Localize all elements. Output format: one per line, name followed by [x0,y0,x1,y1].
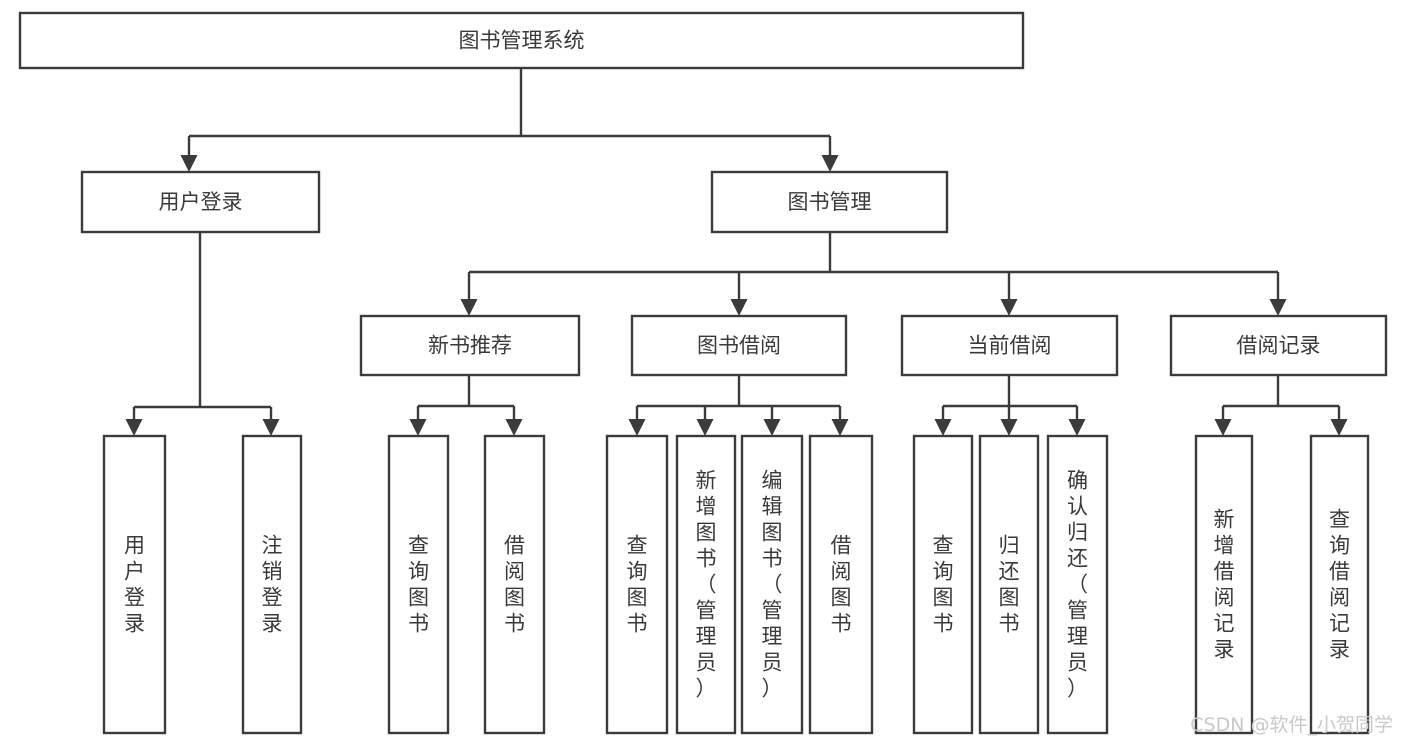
node-leaf-edit-book[interactable]: 编辑图书（管理员） [740,434,804,735]
node-leaf-borrow-book-rec[interactable]: 借阅图书 [483,434,546,735]
node-box-leaf-logout[interactable] [241,434,303,735]
node-label-current-borrow: 当前借阅 [968,334,1052,358]
node-label-leaf-borrow-book-bb: 借阅图书 [831,534,852,636]
node-label-leaf-add-book: 新增图书（管理员） [696,469,717,701]
connector-conn-book-manage [460,232,1287,316]
node-box-new-book-rec[interactable] [359,314,581,377]
node-user-login[interactable]: 用户登录 [80,170,321,234]
arrow-head-icon [1269,299,1287,316]
node-box-current-borrow[interactable] [900,314,1119,377]
arrow-head-icon [262,419,280,436]
arrow-head-icon [696,419,714,436]
arrow-head-icon [409,419,427,436]
node-label-leaf-edit-book: 编辑图书（管理员） [762,469,783,701]
node-box-leaf-user-login[interactable] [102,434,167,735]
node-label-book-borrow: 图书借阅 [697,334,781,358]
arrow-head-icon [180,155,198,172]
arrow-head-icon [763,419,781,436]
connector-conn-new-book-rec [409,375,523,436]
node-leaf-add-record[interactable]: 新增借阅记录 [1194,434,1254,735]
arrow-head-icon [730,299,748,316]
node-label-new-book-rec: 新书推荐 [428,334,512,358]
node-box-leaf-query-book-cb[interactable] [912,434,974,735]
node-leaf-query-book-bb[interactable]: 查询图书 [605,434,669,735]
node-box-leaf-query-record[interactable] [1309,434,1370,735]
node-label-user-login: 用户登录 [159,190,243,214]
arrow-head-icon [934,419,952,436]
node-box-leaf-query-book-rec[interactable] [387,434,450,735]
connector-layer [125,68,1348,436]
arrow-head-icon [1000,299,1018,316]
node-borrow-record[interactable]: 借阅记录 [1169,314,1388,377]
node-leaf-return-book[interactable]: 归还图书 [978,434,1040,735]
connector-conn-user-login [125,232,280,436]
node-box-leaf-confirm-return[interactable] [1046,434,1109,735]
arrow-head-icon [831,419,849,436]
node-box-leaf-borrow-book-bb[interactable] [808,434,874,735]
arrow-head-icon [505,419,523,436]
node-label-borrow-record: 借阅记录 [1237,334,1321,358]
node-leaf-add-book[interactable]: 新增图书（管理员） [675,434,737,735]
node-leaf-query-record[interactable]: 查询借阅记录 [1309,434,1370,735]
connector-conn-borrow-record [1214,375,1348,436]
arrow-head-icon [1068,419,1086,436]
node-box-leaf-return-book[interactable] [978,434,1040,735]
node-box-leaf-edit-book[interactable] [740,434,804,735]
node-leaf-query-book-cb[interactable]: 查询图书 [912,434,974,735]
node-leaf-user-login[interactable]: 用户登录 [102,434,167,735]
node-leaf-logout[interactable]: 注销登录 [241,434,303,735]
node-layer: 图书管理系统用户登录图书管理新书推荐图书借阅当前借阅借阅记录用户登录注销登录查询… [18,11,1388,735]
node-leaf-query-book-rec[interactable]: 查询图书 [387,434,450,735]
node-label-root: 图书管理系统 [459,29,585,53]
node-label-leaf-add-record: 新增借阅记录 [1214,508,1235,662]
arrow-head-icon [1214,419,1232,436]
node-new-book-rec[interactable]: 新书推荐 [359,314,581,377]
node-box-leaf-add-book[interactable] [675,434,737,735]
watermark-label: CSDN @软件_小贺同学 [1190,714,1393,736]
node-leaf-borrow-book-bb[interactable]: 借阅图书 [808,434,874,735]
node-box-borrow-record[interactable] [1169,314,1388,377]
node-root[interactable]: 图书管理系统 [18,11,1025,70]
node-box-book-borrow[interactable] [630,314,848,377]
node-box-root[interactable] [18,11,1025,70]
arrow-head-icon [125,419,143,436]
arrow-head-icon [1000,419,1018,436]
node-label-leaf-borrow-book-rec: 借阅图书 [504,534,525,636]
arrow-head-icon [1330,419,1348,436]
node-label-leaf-logout: 注销登录 [262,534,283,636]
node-box-leaf-query-book-bb[interactable] [605,434,669,735]
node-label-leaf-query-book-rec: 查询图书 [408,534,429,636]
node-box-leaf-add-record[interactable] [1194,434,1254,735]
node-label-leaf-user-login: 用户登录 [124,534,145,636]
node-book-borrow[interactable]: 图书借阅 [630,314,848,377]
node-label-leaf-query-book-bb: 查询图书 [627,534,648,636]
node-label-book-manage: 图书管理 [788,190,872,214]
node-current-borrow[interactable]: 当前借阅 [900,314,1119,377]
connector-conn-root [180,68,839,172]
node-book-manage[interactable]: 图书管理 [710,170,949,234]
connector-conn-current-borrow [934,375,1086,436]
node-box-book-manage[interactable] [710,170,949,234]
node-box-leaf-borrow-book-rec[interactable] [483,434,546,735]
arrow-head-icon [460,299,478,316]
node-label-leaf-query-record: 查询借阅记录 [1329,508,1350,662]
connector-conn-book-borrow [628,375,849,436]
node-box-user-login[interactable] [80,170,321,234]
node-label-leaf-confirm-return: 确认归还（管理员） [1067,469,1088,701]
node-label-leaf-return-book: 归还图书 [999,534,1020,636]
node-label-leaf-query-book-cb: 查询图书 [933,534,954,636]
node-leaf-confirm-return[interactable]: 确认归还（管理员） [1046,434,1109,735]
arrow-head-icon [821,155,839,172]
arrow-head-icon [628,419,646,436]
